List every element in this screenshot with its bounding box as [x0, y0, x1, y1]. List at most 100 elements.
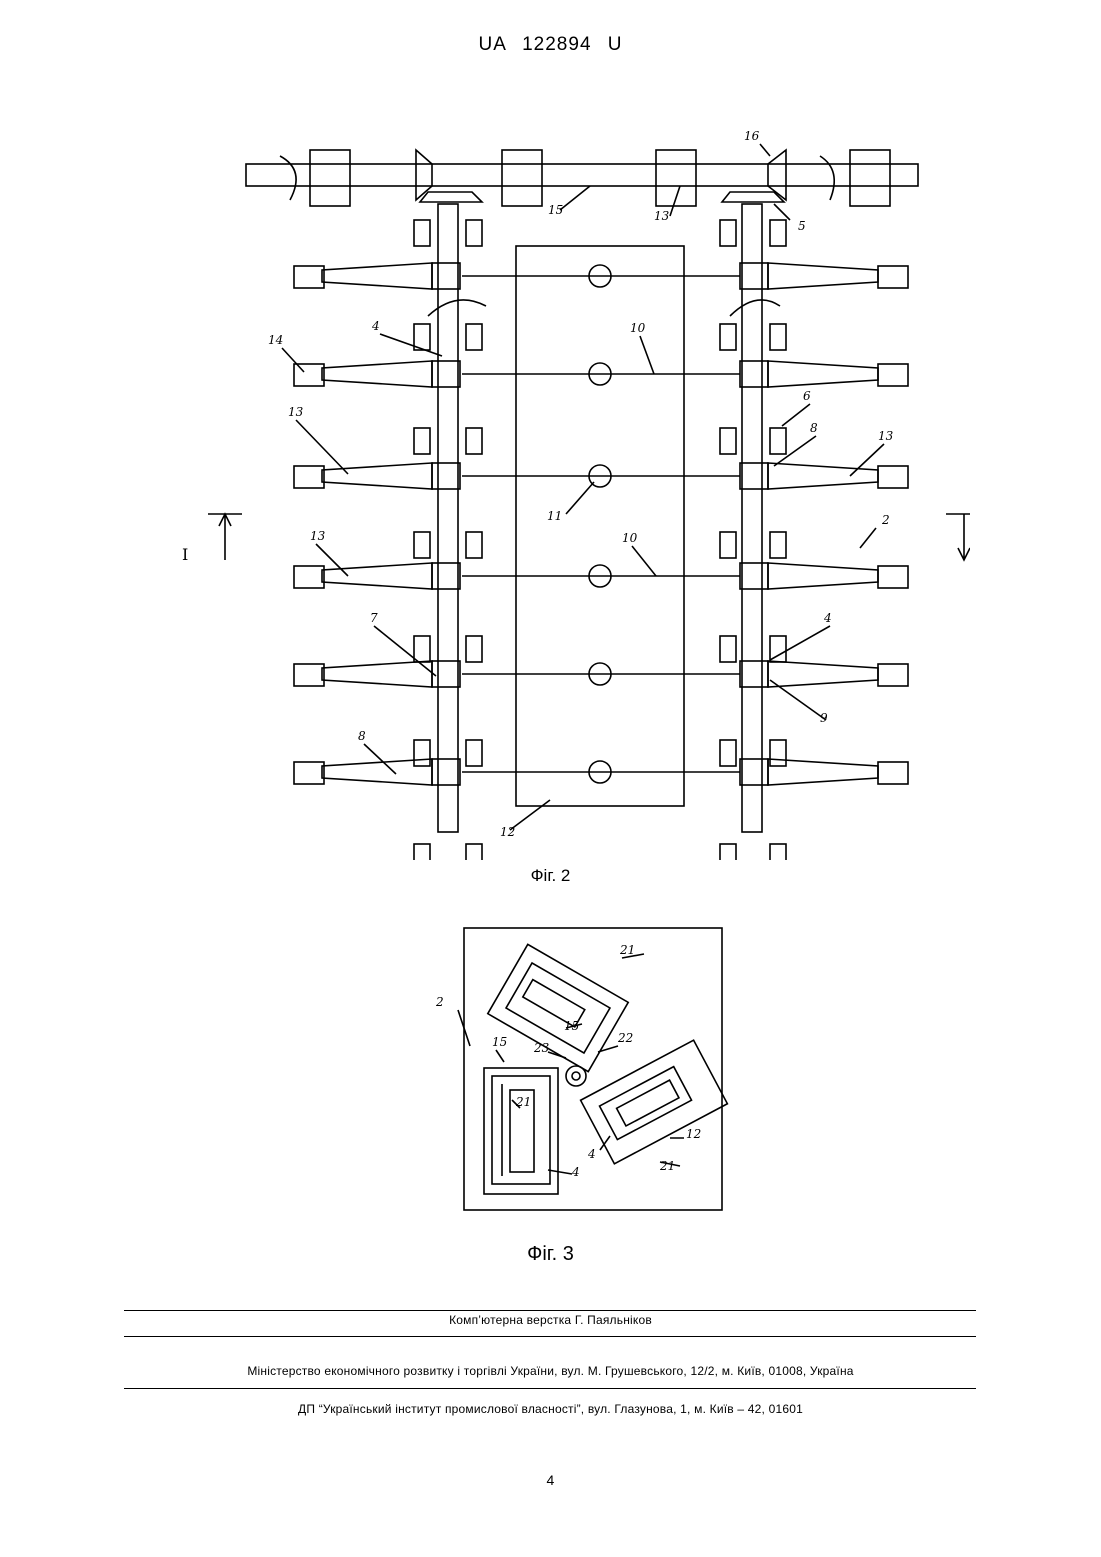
coupling-left: [432, 361, 460, 387]
coupling-right: [740, 263, 768, 289]
holder-14-right: [878, 566, 908, 588]
label-leader: [374, 626, 436, 676]
fig3-label-22: 22: [617, 1031, 633, 1045]
label-12: 12: [500, 825, 515, 839]
coupling-left: [432, 263, 460, 289]
shaft-support: [414, 636, 430, 662]
section-mark-right: [946, 514, 970, 560]
cone-13-right: [768, 563, 878, 589]
figure-2-lines: [208, 144, 970, 860]
label-5: 5: [798, 219, 806, 233]
label-14: 14: [268, 333, 283, 347]
label-leader: [380, 334, 442, 356]
shaft-support: [720, 428, 736, 454]
shaft-support: [466, 324, 482, 350]
fig3-label-21-top: 21: [619, 943, 635, 957]
footer-rule-1: [124, 1310, 976, 1311]
coupling-left: [432, 661, 460, 687]
label-10-top: 10: [630, 321, 646, 335]
figure-2-caption: Фіг. 2: [0, 866, 1101, 886]
label-leader: [282, 348, 304, 372]
bevel-gear-lower-left: [420, 192, 482, 202]
footer-rule-2: [124, 1336, 976, 1337]
vertical-shaft-right: [742, 204, 762, 832]
shaft-bearing: [850, 150, 890, 206]
cone-13-left: [322, 463, 432, 489]
holder-14-left: [294, 664, 324, 686]
label-16: 16: [744, 129, 760, 143]
figure-2-labels: 16 5 15 13 4 10 14 6 8 13 13 11 2 13 10 …: [182, 129, 894, 839]
fig3-label-4-left: 4: [571, 1165, 580, 1179]
coupling-right: [740, 361, 768, 387]
label-leader: [560, 186, 590, 210]
shaft-support: [720, 324, 736, 350]
cone-13-left: [322, 361, 432, 387]
coupling-left: [432, 463, 460, 489]
fig3-label-21-left: 21: [515, 1095, 531, 1109]
label-13-mid: 13: [310, 529, 326, 543]
label-leader: [760, 144, 770, 156]
layout-credit: Комп’ютерна верстка Г. Паяльніков: [0, 1313, 1101, 1327]
tray-top: [488, 944, 628, 1071]
figure-3-drawing: 21 15 22 23 2 15 21 4 4 12 21: [430, 912, 750, 1222]
label-6: 6: [803, 389, 811, 403]
coupling-left: [432, 759, 460, 785]
label-leader: [640, 336, 654, 374]
holder-14-left: [294, 364, 324, 386]
institute-address: ДП “Український інститут промислової вла…: [0, 1402, 1101, 1416]
cone-13-right: [768, 661, 878, 687]
shaft-support: [720, 844, 736, 860]
rotation-arrow-mid-left: [428, 300, 486, 316]
shaft-support: [720, 740, 736, 766]
label-10-mid: 10: [622, 531, 638, 545]
shaft-support: [414, 428, 430, 454]
shaft-support: [414, 220, 430, 246]
shaft-support: [466, 532, 482, 558]
hinge-23: [566, 1066, 586, 1086]
ministry-address: Міністерство економічного розвитку і тор…: [0, 1364, 1101, 1378]
label-13-left: 13: [288, 405, 304, 419]
rotation-arrow-mid-right: [730, 300, 780, 316]
label-2: 2: [881, 513, 890, 527]
shaft-support: [770, 324, 786, 350]
page-number: 4: [0, 1472, 1101, 1488]
shaft-support: [720, 532, 736, 558]
shaft-support: [466, 740, 482, 766]
footer-rule-3: [124, 1388, 976, 1389]
section-mark-left: [208, 514, 242, 560]
drive-shaft-15: [246, 164, 918, 186]
shaft-support: [770, 740, 786, 766]
rotation-arrow-left: [280, 156, 296, 200]
label-4-left: 4: [371, 319, 380, 333]
label-9: 9: [820, 711, 828, 725]
label-leader: [566, 482, 594, 514]
fig3-label-15-top: 15: [564, 1019, 579, 1033]
shaft-support: [770, 428, 786, 454]
label-8-left: 8: [358, 729, 366, 743]
cone-13-right: [768, 263, 878, 289]
fig3-label-21-right: 21: [659, 1159, 675, 1173]
shaft-support: [770, 220, 786, 246]
label-13-right: 13: [878, 429, 894, 443]
shaft-support: [414, 844, 430, 860]
label-leader: [364, 744, 396, 774]
shaft-support: [466, 844, 482, 860]
holder-14-right: [878, 364, 908, 386]
holder-14-right: [878, 466, 908, 488]
coupling-right: [740, 759, 768, 785]
central-block-12: [516, 246, 684, 806]
fig3-label-15-left: 15: [492, 1035, 507, 1049]
coupling-right: [740, 463, 768, 489]
label-leader: [632, 546, 656, 576]
figure-2-drawing: 16 5 15 13 4 10 14 6 8 13 13 11 2 13 10 …: [170, 120, 970, 860]
coupling-right: [740, 563, 768, 589]
section-mark-I: I: [182, 545, 188, 564]
cone-13-left: [322, 759, 432, 785]
fig3-label-12: 12: [686, 1127, 701, 1141]
cone-13-left: [322, 263, 432, 289]
label-leader: [670, 186, 680, 216]
shaft-support: [466, 428, 482, 454]
holder-14-left: [294, 266, 324, 288]
shaft-support: [720, 636, 736, 662]
holder-14-left: [294, 762, 324, 784]
